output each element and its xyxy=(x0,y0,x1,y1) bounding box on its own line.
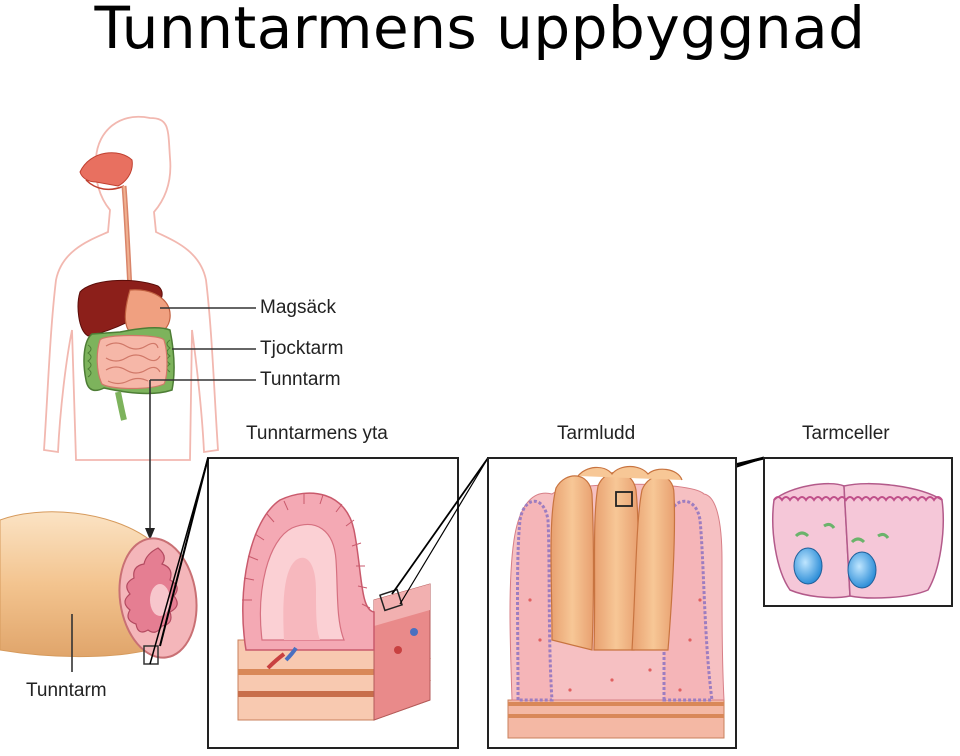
label-large-intestine: Tjocktarm xyxy=(260,338,344,359)
leader-lines xyxy=(149,307,256,530)
small-intestine xyxy=(96,334,168,390)
panel-villus xyxy=(487,457,737,749)
label-villus: Tarmludd xyxy=(557,423,636,444)
label-cells: Tarmceller xyxy=(802,423,890,444)
panel-cells xyxy=(763,457,953,607)
page-title: Tunntarmens uppbyggnad xyxy=(94,0,866,62)
label-tube: Tunntarm xyxy=(26,680,107,701)
label-stomach: Magsäck xyxy=(260,297,337,318)
intestine-tube xyxy=(0,511,198,672)
label-surface: Tunntarmens yta xyxy=(246,423,388,444)
arrow-head xyxy=(145,528,155,540)
label-small-intestine: Tunntarm xyxy=(260,369,341,390)
panel-surface xyxy=(207,457,459,749)
body-figure xyxy=(43,116,219,461)
